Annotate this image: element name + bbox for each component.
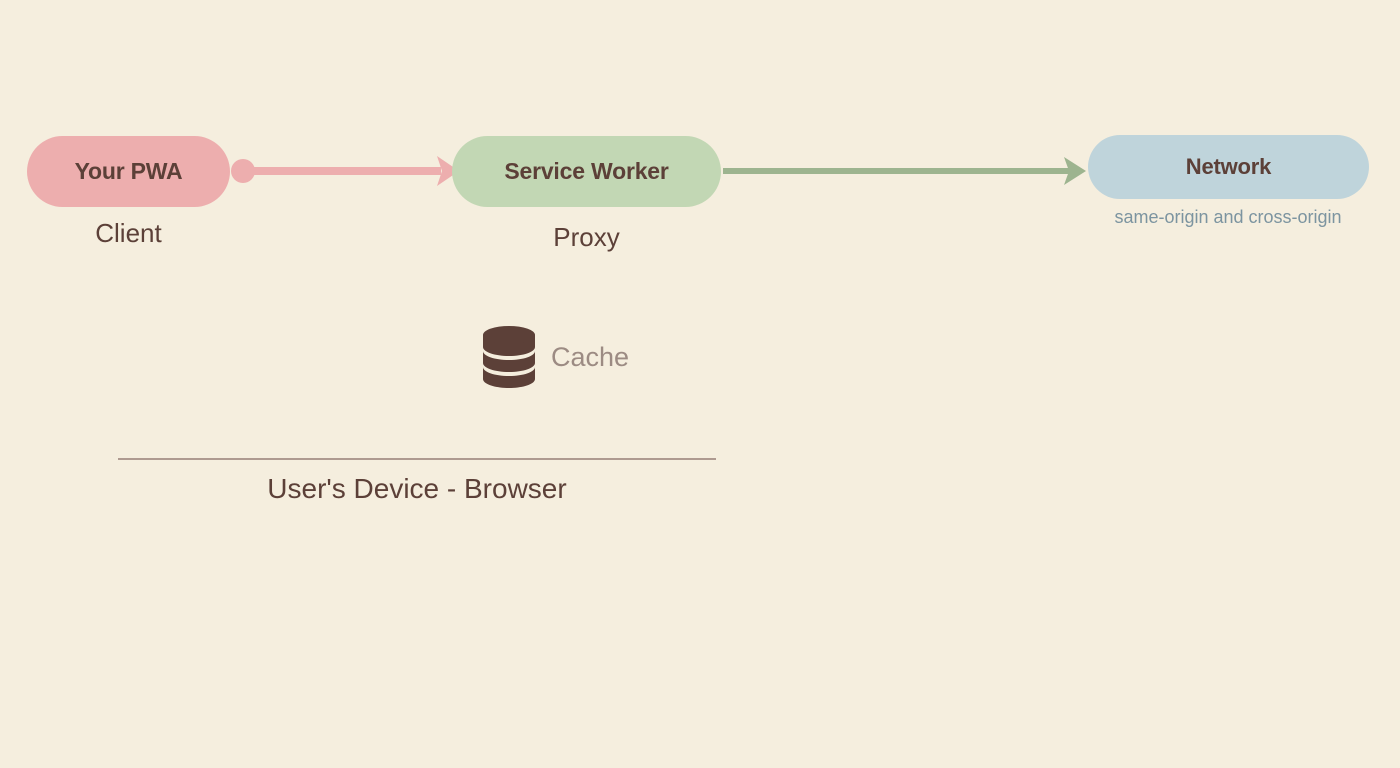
- node-network-label: Network: [1185, 154, 1272, 179]
- connector-start-dot: [231, 159, 255, 183]
- node-service-worker-label: Service Worker: [504, 158, 669, 184]
- database-icon: [483, 326, 535, 388]
- connector-service-worker-to-network: [723, 157, 1086, 185]
- cache-label: Cache: [551, 341, 630, 372]
- connector-pwa-to-service-worker: [231, 156, 459, 186]
- device-boundary-line: [118, 458, 716, 460]
- node-your-pwa-caption: Client: [95, 218, 162, 248]
- node-network-caption: same-origin and cross-origin: [1114, 207, 1342, 227]
- node-your-pwa-label: Your PWA: [74, 158, 183, 184]
- node-service-worker-caption: Proxy: [553, 222, 620, 252]
- node-service-worker[interactable]: Service Worker: [452, 136, 721, 207]
- connector-arrowhead-icon: [1064, 157, 1086, 185]
- device-boundary-label: User's Device - Browser: [267, 473, 567, 504]
- cache-store[interactable]: Cache: [483, 326, 629, 388]
- node-your-pwa[interactable]: Your PWA: [27, 136, 230, 207]
- node-network[interactable]: Network: [1088, 135, 1369, 199]
